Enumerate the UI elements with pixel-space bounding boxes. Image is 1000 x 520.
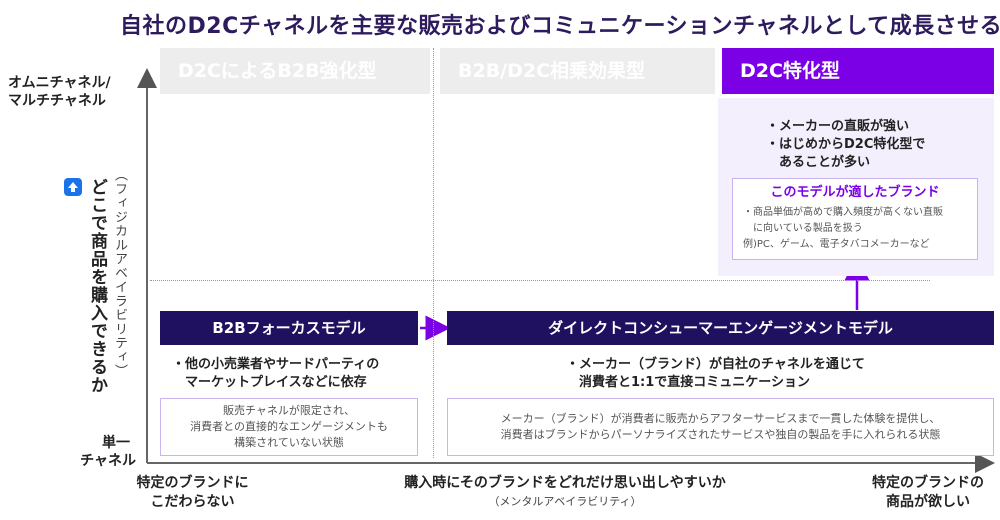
- x-right-label: 特定のブランドの 商品が欲しい: [872, 475, 984, 510]
- d2c-box-title: このモデルが適したブランド: [770, 185, 940, 200]
- x-axis-title: 購入時にそのブランドをどれだけ思い出しやすいか: [404, 475, 726, 491]
- x-axis-subtitle: （メンタルアベイラビリティ）: [488, 495, 642, 508]
- grid-line-horizontal: [150, 280, 930, 281]
- grid-line-vertical: [433, 48, 434, 458]
- up-arrow-badge-icon[interactable]: [64, 178, 82, 196]
- dce-description-box: メーカー（ブランド）が消費者に販売からアフターサービスまで一貫した体験を提供し、…: [447, 398, 994, 456]
- y-axis-subtitle: （フィジカルアベイラビリティ）: [112, 168, 127, 378]
- y-axis-title: どこで商品を購入できるか: [87, 178, 107, 394]
- page-title: 自社のD2Cチャネルを主要な販売およびコミュニケーションチャネルとして成長させる: [120, 14, 1000, 39]
- x-axis-title-group: 購入時にそのブランドをどれだけ思い出しやすいか （メンタルアベイラビリティ）: [375, 474, 755, 509]
- d2c-suitable-brands-box: このモデルが適したブランド ・商品単価が高めで購入頻度が高くない直販 に向いてい…: [732, 178, 978, 260]
- b2b-bullets: ・他の小売業者やサードパーティの マーケットプレイスなどに依存: [172, 357, 380, 390]
- dce-bullets: ・メーカー（ブランド）が自社のチャネルを通じて 消費者と1:1で直接コミュニケー…: [566, 357, 865, 390]
- b2b-focus-model-band: B2Bフォーカスモデル: [160, 311, 418, 345]
- d2c-bullets: ・メーカーの直販が強い ・はじめからD2C特化型で あることが多い: [766, 119, 926, 170]
- d2c-panel: ・メーカーの直販が強い ・はじめからD2C特化型で あることが多い このモデルが…: [718, 98, 994, 276]
- column-header-d2c-b2b: D2CによるB2B強化型: [160, 48, 430, 94]
- y-top-label: オムニチャネル/ マルチチャネル: [8, 75, 111, 109]
- b2b-description-box: 販売チャネルが限定され、 消費者との直接的なエンゲージメントも 構築されていない…: [160, 398, 418, 456]
- direct-consumer-engagement-band: ダイレクトコンシューマーエンゲージメントモデル: [447, 311, 994, 345]
- y-bottom-label: 単一 チャネル: [80, 435, 136, 469]
- column-header-synergy: B2B/D2C相乗効果型: [440, 48, 715, 94]
- column-header-d2c-only: D2C特化型: [722, 48, 994, 94]
- x-left-label: 特定のブランドに こだわらない: [136, 475, 249, 510]
